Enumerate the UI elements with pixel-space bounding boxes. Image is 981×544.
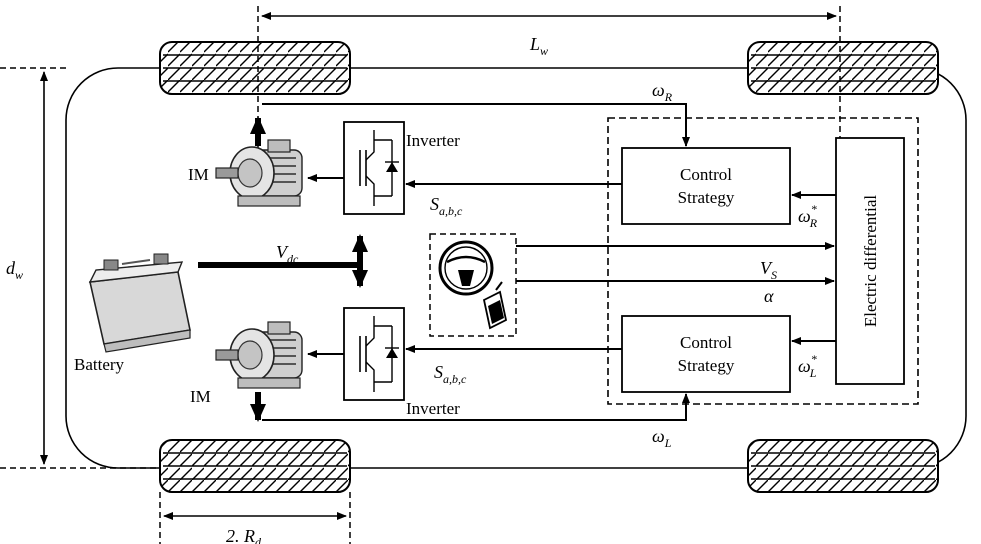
s-abc-bottom-label: Sa,b,c	[434, 362, 467, 386]
im-bottom-label: IM	[190, 387, 211, 406]
alpha-label: α	[764, 286, 774, 306]
wheel-front-left	[159, 41, 351, 95]
speed-feedback-right	[262, 103, 690, 147]
lw-label: Lw	[529, 34, 548, 58]
induction-motor-top	[215, 139, 303, 207]
driver-input-boundary	[429, 233, 517, 337]
control-strategy-bottom-label: Control	[680, 333, 732, 352]
wheel-rear-left	[159, 439, 351, 493]
electric-differential-block	[835, 137, 905, 385]
wheel-rear-right	[747, 439, 939, 493]
battery-icon	[88, 253, 191, 353]
dw-label: dw	[6, 258, 23, 282]
control-strategy-bottom-label-2: Strategy	[678, 356, 735, 375]
inverter-bottom	[343, 307, 405, 401]
vs-label: VS	[760, 258, 777, 282]
vehicle-body	[65, 67, 967, 469]
omega-l-star-label: ω*L	[798, 352, 817, 380]
inverter-bottom-label: Inverter	[406, 399, 460, 418]
steering-wheel-icon	[438, 240, 494, 296]
omega-r-star-label: ω*R	[798, 202, 818, 230]
rd-label: 2. Rd	[226, 526, 262, 544]
battery-label: Battery	[74, 355, 125, 374]
inverter-top-label: Inverter	[406, 131, 460, 150]
electric-differential-label: Electric differential	[861, 195, 880, 328]
control-strategy-bottom	[621, 315, 791, 393]
im-top-label: IM	[188, 165, 209, 184]
vdc-label: Vdc	[276, 242, 299, 266]
control-strategy-top-label-2: Strategy	[678, 188, 735, 207]
induction-motor-bottom	[215, 321, 303, 389]
inverter-top	[343, 121, 405, 215]
wheel-front-right	[747, 41, 939, 95]
accelerator-pedal-icon	[482, 281, 508, 330]
control-strategy-top	[621, 147, 791, 225]
omega-r-label: ωR	[652, 80, 673, 104]
omega-l-label: ωL	[652, 426, 672, 450]
control-strategy-top-label: Control	[680, 165, 732, 184]
speed-feedback-left	[262, 393, 690, 421]
s-abc-top-label: Sa,b,c	[430, 194, 463, 218]
control-unit-boundary	[607, 117, 919, 405]
